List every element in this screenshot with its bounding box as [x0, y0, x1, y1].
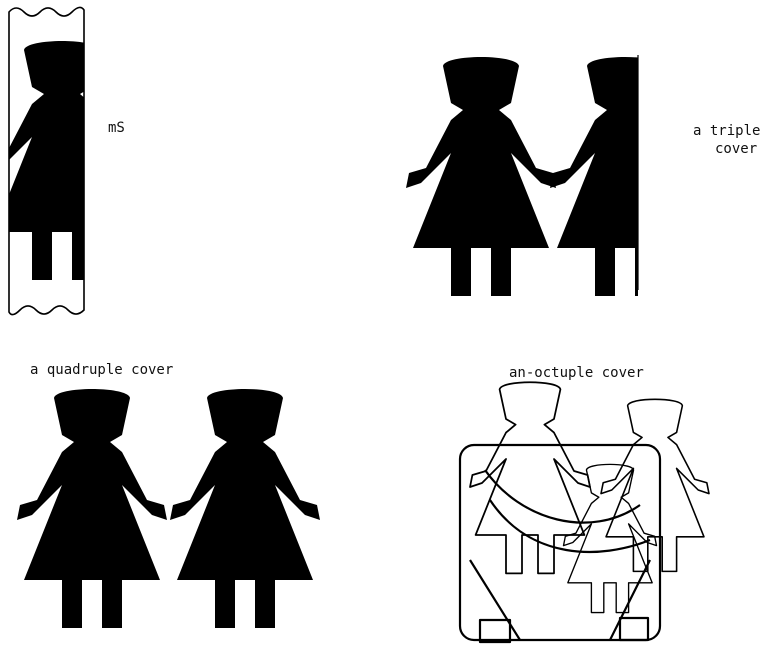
octuple-cover-figure — [460, 382, 709, 642]
label-quadruple: a quadruple cover — [30, 362, 173, 379]
triple-cover-figure — [406, 55, 700, 296]
label-single: mS — [108, 120, 125, 137]
label-triple-line2: cover — [715, 141, 757, 158]
label-triple-line1: a triple — [693, 123, 760, 140]
label-octuple: an-octuple cover — [509, 365, 644, 382]
single-cover-figure — [0, 7, 137, 314]
quadruple-cover-figure — [17, 389, 320, 628]
